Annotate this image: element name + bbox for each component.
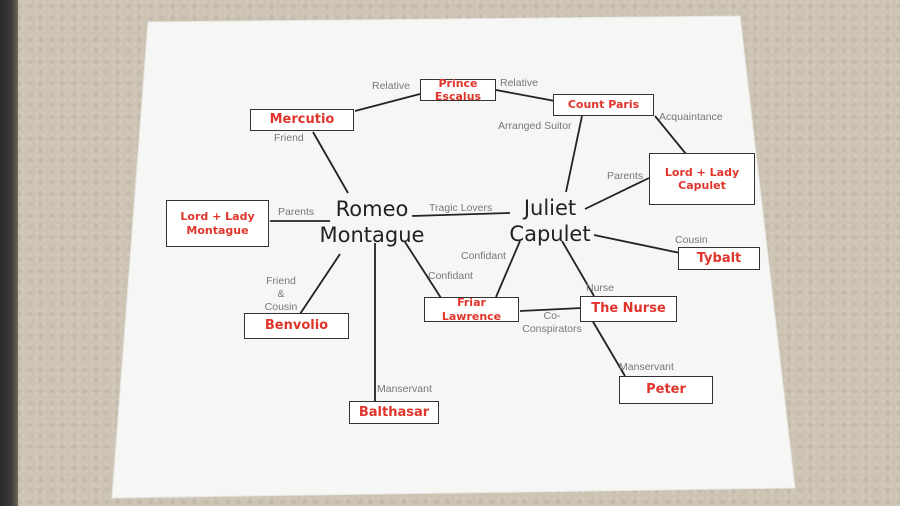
node-capulet-parents: Lord + Lady Capulet [649, 153, 755, 205]
node-friar-lawrence: Friar Lawrence [424, 296, 519, 323]
relation-acquaintance: Acquaintance [659, 111, 723, 123]
relation-relative-left: Relative [372, 80, 410, 92]
line-mercutio-romeo [312, 131, 349, 194]
node-mercutio: Mercutio [250, 109, 354, 131]
relation-nurse: Nurse [586, 282, 615, 294]
relation-friend: Friend [274, 132, 304, 144]
line-prince-paris [495, 89, 556, 102]
node-montague-parents: Lord + Lady Montague [166, 200, 269, 247]
relation-tragic-lovers: Tragic Lovers [429, 202, 493, 214]
relation-confidant-romeo: Confidant [428, 270, 473, 282]
line-friar-nurse [519, 307, 583, 312]
relation-confidant-juliet: Confidant [461, 250, 506, 262]
table-edge [0, 0, 18, 506]
relation-friend-cousin: Friend & Cousin [264, 275, 298, 313]
node-peter: Peter [619, 376, 713, 404]
node-balthasar: Balthasar [349, 401, 439, 424]
line-romeo-juliet [411, 212, 511, 217]
line-nurse-peter [591, 319, 626, 377]
line-juliet-nurse [561, 240, 595, 297]
relation-parents-capulet: Parents [607, 170, 644, 182]
line-romeo-friar [404, 241, 442, 299]
node-count-paris: Count Paris [553, 94, 654, 116]
main-character-juliet: Juliet Capulet [509, 196, 591, 246]
line-romeo-benvolio [299, 253, 341, 315]
relation-co-conspirators: Co- Conspirators [522, 310, 582, 335]
relation-relative-right: Relative [500, 77, 538, 89]
main-character-romeo: Romeo Montague [319, 197, 425, 247]
line-paris-juliet [565, 115, 583, 193]
relation-manservant-romeo: Manservant [377, 383, 432, 395]
relation-parents-montague: Parents [278, 206, 315, 218]
node-tybalt: Tybalt [678, 247, 760, 270]
line-paris-capulets [654, 115, 687, 155]
line-mercutio-prince [354, 93, 421, 112]
relation-arranged-suitor: Arranged Suitor [498, 120, 572, 132]
relation-manservant-nurse: Manservant [619, 361, 674, 373]
line-juliet-tybalt [593, 234, 681, 254]
node-prince-escalus: Prince Escalus [420, 77, 496, 103]
line-juliet-friar [495, 240, 521, 298]
node-benvolio: Benvolio [244, 313, 349, 339]
node-the-nurse: The Nurse [580, 296, 677, 322]
relation-cousin: Cousin [675, 234, 708, 246]
line-juliet-capulets [584, 177, 650, 210]
